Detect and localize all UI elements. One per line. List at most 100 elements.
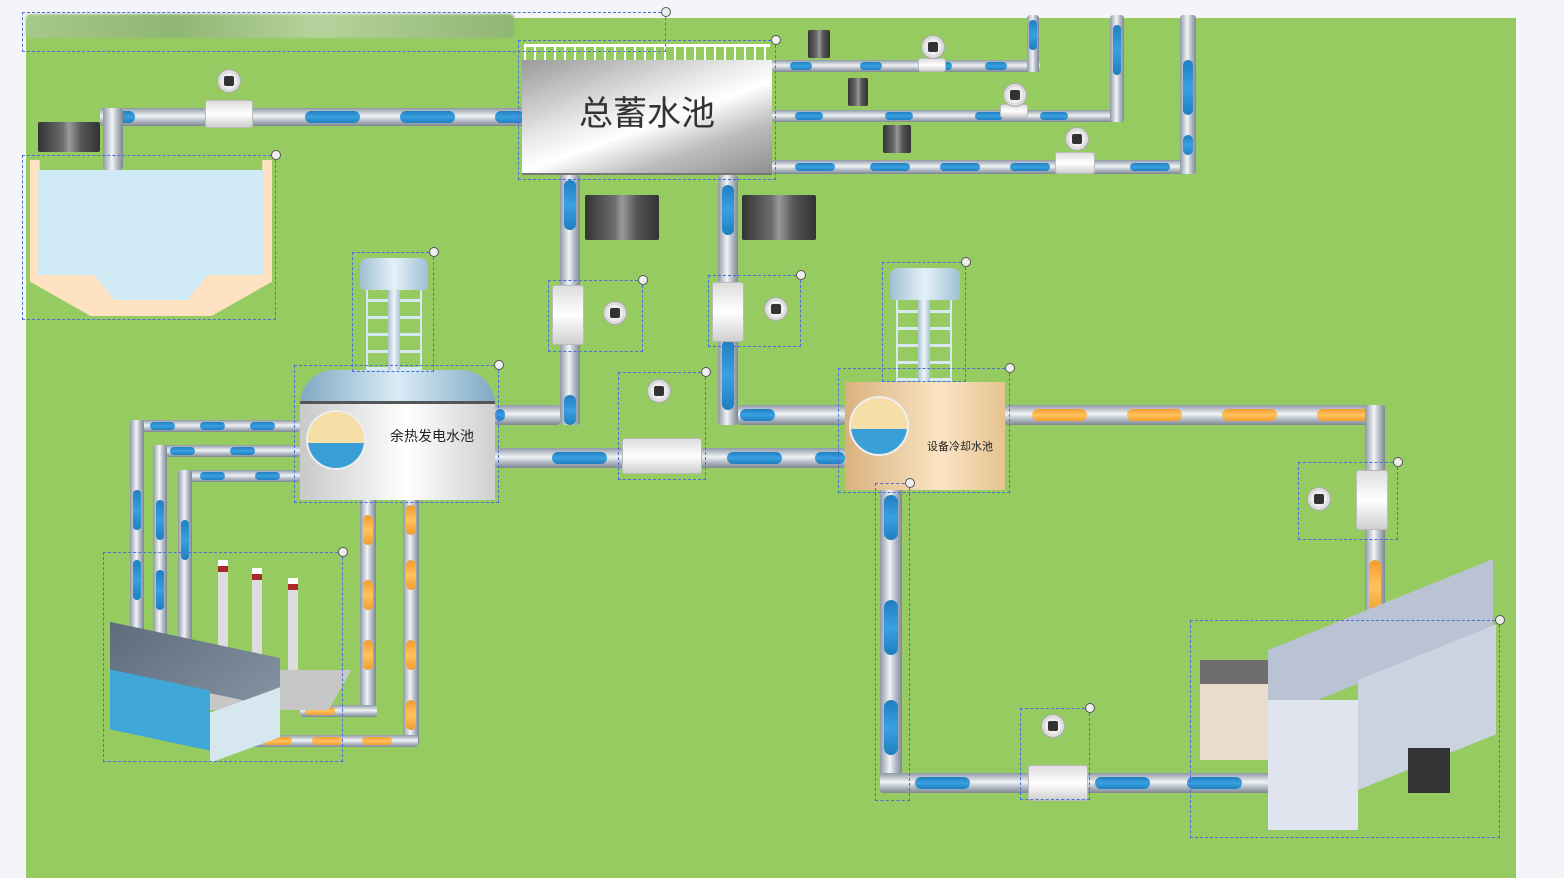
- factory-door: [1408, 748, 1450, 793]
- flow-meter[interactable]: [918, 58, 946, 72]
- hot-water-flow-segment: [362, 737, 392, 745]
- pipe-vertical: [103, 108, 123, 170]
- hot-water-flow-segment: [1317, 408, 1372, 422]
- hot-water-flow-segment: [312, 737, 342, 745]
- water-flow-segment: [883, 495, 899, 540]
- valve-icon[interactable]: [742, 195, 816, 240]
- water-flow-segment: [132, 490, 142, 530]
- main-tank-fence: [524, 44, 770, 60]
- valve-icon[interactable]: [808, 30, 830, 58]
- water-flow-segment: [1112, 25, 1122, 75]
- water-flow-segment: [860, 62, 882, 70]
- rotate-handle-icon[interactable]: [271, 150, 281, 160]
- main-tank[interactable]: 总蓄水池: [522, 60, 772, 175]
- rotate-handle-icon[interactable]: [661, 7, 671, 17]
- water-flow-segment: [1182, 60, 1194, 115]
- flow-meter[interactable]: [712, 282, 744, 342]
- earth-icon: [306, 410, 366, 470]
- rotate-handle-icon[interactable]: [961, 257, 971, 267]
- water-flow-segment: [200, 472, 225, 480]
- water-flow-segment: [883, 600, 899, 655]
- water-tower-icon[interactable]: [360, 258, 428, 290]
- rotate-handle-icon[interactable]: [1005, 363, 1015, 373]
- rotate-handle-icon[interactable]: [338, 547, 348, 557]
- water-flow-segment: [940, 162, 980, 172]
- cooling-tank[interactable]: 设备冷却水池: [845, 382, 1005, 490]
- water-flow-segment: [1182, 135, 1194, 155]
- hot-water-flow-segment: [362, 515, 374, 545]
- water-flow-segment: [870, 162, 910, 172]
- water-flow-segment: [180, 520, 190, 560]
- heat-power-tank-dome: [300, 370, 495, 404]
- water-flow-segment: [563, 395, 577, 425]
- pipe-vertical: [153, 445, 167, 650]
- hot-water-flow-segment: [405, 505, 417, 535]
- water-flow-segment: [250, 422, 275, 430]
- flow-meter-display-icon: [648, 380, 670, 402]
- flow-meter[interactable]: [205, 100, 253, 128]
- valve-icon[interactable]: [848, 78, 868, 106]
- valve-icon[interactable]: [585, 195, 659, 240]
- reservoir-water: [38, 170, 264, 275]
- water-flow-segment: [495, 408, 505, 422]
- rotate-handle-icon[interactable]: [429, 247, 439, 257]
- water-flow-segment: [563, 180, 577, 230]
- rotate-handle-icon[interactable]: [638, 275, 648, 285]
- flow-meter-display-icon: [218, 70, 240, 92]
- chimney: [218, 560, 228, 650]
- blurred-title-banner: [26, 14, 514, 38]
- hot-water-flow-segment: [362, 640, 374, 670]
- hot-water-flow-segment: [1032, 408, 1087, 422]
- valve-icon[interactable]: [883, 125, 911, 153]
- water-flow-segment: [721, 185, 735, 235]
- water-flow-segment: [975, 112, 1003, 120]
- flow-meter[interactable]: [1028, 765, 1088, 801]
- rotate-handle-icon[interactable]: [1495, 615, 1505, 625]
- hot-water-flow-segment: [1127, 408, 1182, 422]
- hot-water-flow-segment: [405, 640, 417, 670]
- water-flow-segment: [795, 112, 823, 120]
- water-flow-segment: [230, 447, 255, 455]
- flow-meter[interactable]: [552, 285, 584, 345]
- rotate-handle-icon[interactable]: [796, 270, 806, 280]
- rotate-handle-icon[interactable]: [1393, 457, 1403, 467]
- pipe-horizontal: [772, 60, 1040, 72]
- water-flow-segment: [1130, 162, 1170, 172]
- heat-power-tank-label: 余热发电水池: [390, 429, 474, 445]
- flow-meter-display-icon: [1042, 715, 1064, 737]
- flow-meter-display-icon: [1308, 488, 1330, 510]
- valve-icon[interactable]: [38, 122, 100, 152]
- rotate-handle-icon[interactable]: [494, 360, 504, 370]
- pipe-horizontal: [178, 470, 300, 482]
- water-flow-segment: [1029, 20, 1037, 50]
- water-flow-segment: [255, 472, 280, 480]
- hot-water-flow-segment: [1368, 560, 1382, 615]
- cooling-factory[interactable]: [1268, 700, 1358, 830]
- flow-meter[interactable]: [1055, 152, 1095, 174]
- cooling-tank-label: 设备冷却水池: [927, 440, 993, 453]
- rotate-handle-icon[interactable]: [1085, 703, 1095, 713]
- water-flow-segment: [915, 776, 970, 790]
- flow-meter[interactable]: [622, 438, 702, 474]
- water-flow-segment: [155, 500, 165, 540]
- rotate-handle-icon[interactable]: [771, 35, 781, 45]
- pipe-horizontal: [772, 110, 1124, 122]
- water-tower-icon[interactable]: [890, 268, 960, 300]
- hot-water-flow-segment: [262, 737, 292, 745]
- flow-meter-display-icon: [1004, 84, 1026, 106]
- water-flow-segment: [1187, 776, 1242, 790]
- water-flow-segment: [885, 112, 913, 120]
- earth-icon: [849, 396, 909, 456]
- rotate-handle-icon[interactable]: [905, 478, 915, 488]
- pipe-vertical: [403, 495, 419, 745]
- flow-meter[interactable]: [1356, 470, 1388, 530]
- rotate-handle-icon[interactable]: [701, 367, 711, 377]
- flow-meter[interactable]: [1000, 104, 1028, 118]
- hot-water-flow-segment: [1222, 408, 1277, 422]
- water-flow-segment: [1095, 776, 1150, 790]
- chimney: [252, 568, 262, 658]
- water-flow-segment: [1040, 112, 1068, 120]
- pipe-vertical: [130, 420, 144, 650]
- flow-meter-display-icon: [1066, 128, 1088, 150]
- heat-power-tank[interactable]: 余热发电水池: [300, 404, 495, 500]
